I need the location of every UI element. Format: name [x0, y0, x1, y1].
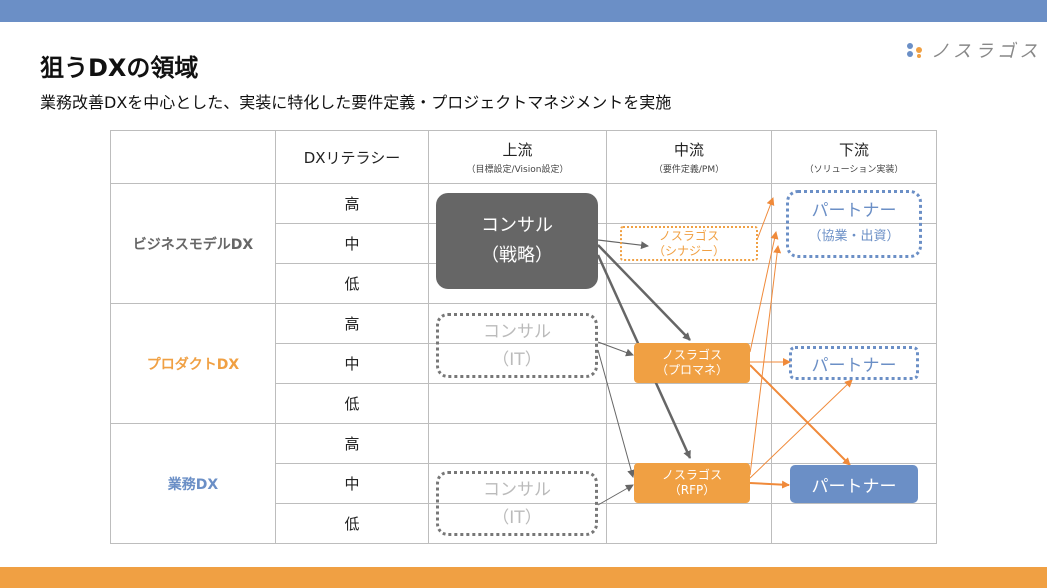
- nosuragos-synergy-box: ノスラゴス（シナジー）: [620, 226, 758, 261]
- column-subtitle: （要件定義/PM）: [653, 165, 725, 175]
- logo-mark-icon: [907, 43, 922, 58]
- box-label: ノスラゴス: [661, 348, 723, 362]
- box-label: コンサル: [483, 321, 551, 342]
- box-sublabel: （RFP）: [668, 483, 716, 497]
- consul-it-ops-box: コンサル （IT）: [436, 471, 598, 536]
- consul-strategy-box: コンサル （戦略）: [436, 193, 598, 289]
- company-logo: ノスラゴス: [905, 37, 1041, 63]
- flow-arrow: [749, 364, 851, 466]
- logo-text: ノスラゴス: [931, 41, 1042, 62]
- grid-cell: [771, 503, 937, 544]
- box-label: パートナー: [811, 201, 897, 221]
- flow-arrow: [749, 231, 779, 353]
- page-title: 狙うDXの領域: [40, 54, 199, 82]
- page-subtitle: 業務改善DXを中心とした、実装に特化した要件定義・プロジェクトマネジメントを実施: [40, 93, 672, 112]
- bottom-accent-bar: [0, 567, 1047, 588]
- box-sublabel: （協業・出資）: [808, 229, 900, 244]
- box-label: ノスラゴス: [658, 228, 720, 243]
- consul-it-product-box: コンサル （IT）: [436, 313, 598, 378]
- flow-arrow: [597, 484, 634, 506]
- box-sublabel: （IT）: [492, 349, 542, 370]
- box-sublabel: （戦略）: [481, 245, 553, 266]
- column-title: 下流: [838, 141, 869, 159]
- top-accent-bar: [0, 0, 1047, 22]
- nosuragos-pm-box: ノスラゴス（プロマネ）: [634, 343, 750, 383]
- box-label: パートナー: [811, 476, 897, 497]
- column-title: 上流: [502, 141, 533, 159]
- box-label: コンサル: [483, 479, 551, 500]
- box-label: コンサル: [481, 215, 553, 236]
- column-subtitle: （ソリューション実装）: [804, 165, 904, 175]
- partner-collab-box: パートナー （協業・出資）: [786, 190, 922, 258]
- box-label: パートナー: [811, 355, 897, 376]
- box-sublabel: （IT）: [492, 507, 542, 528]
- flow-arrow: [749, 379, 853, 479]
- flow-arrow: [597, 341, 634, 357]
- flow-arrow: [749, 480, 790, 489]
- partner-ops-box: パートナー: [790, 465, 918, 503]
- box-label: ノスラゴス: [661, 468, 723, 482]
- flow-arrow: [597, 349, 635, 478]
- nosuragos-rfp-box: ノスラゴス（RFP）: [634, 463, 750, 503]
- flow-arrow: [597, 244, 691, 341]
- flow-arrow: [597, 239, 649, 250]
- box-sublabel: （シナジー）: [652, 243, 725, 258]
- box-sublabel: （プロマネ）: [655, 363, 728, 377]
- flow-arrow: [756, 197, 775, 241]
- partner-product-box: パートナー: [789, 346, 919, 380]
- column-title: 中流: [673, 141, 704, 159]
- column-subtitle: （目標設定/Vision設定）: [466, 165, 569, 175]
- flow-arrow: [749, 245, 782, 476]
